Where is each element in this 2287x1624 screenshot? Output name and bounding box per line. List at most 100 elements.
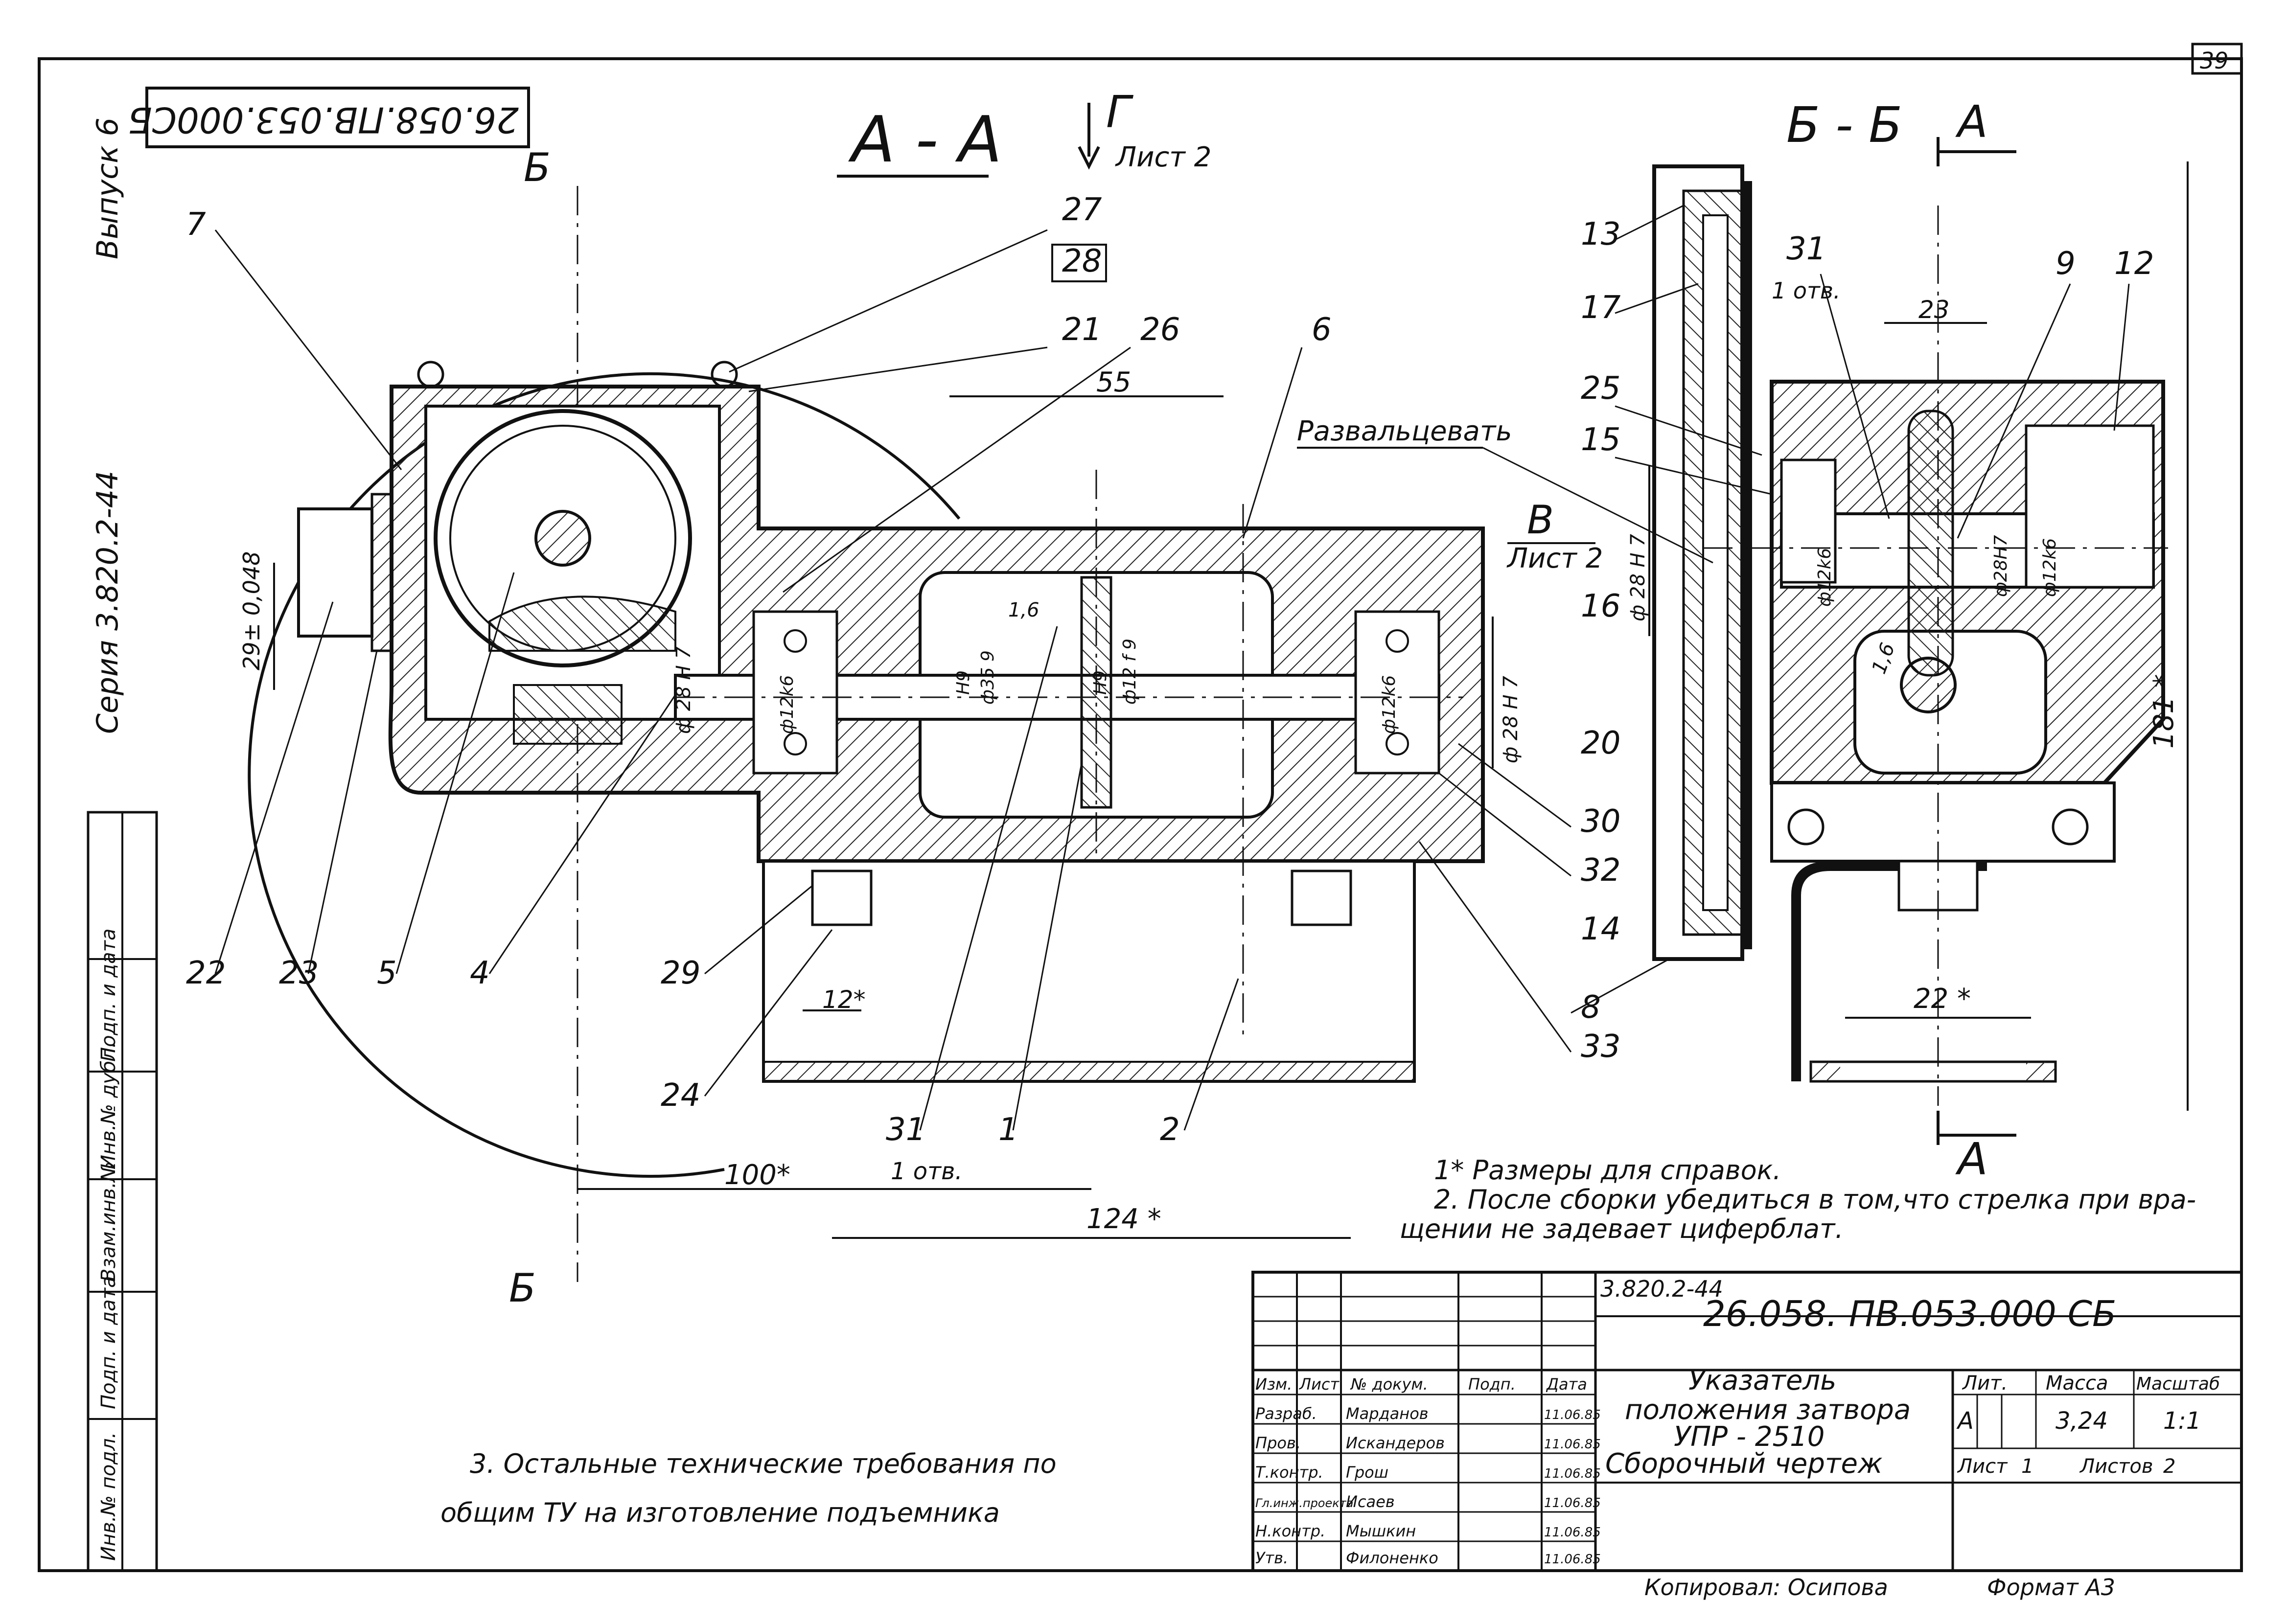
- col-header-doc: № докум.: [1350, 1375, 1428, 1394]
- page-number: 39: [2200, 47, 2229, 74]
- leader-30: 30: [1581, 803, 1620, 840]
- section-bb-title: Б - Б: [1786, 96, 1902, 154]
- note-1: 1* Размеры для справок.: [1434, 1155, 1781, 1186]
- leader-29: 29: [661, 955, 700, 991]
- dim-29: 29± 0,048: [238, 551, 265, 670]
- notes: 1* Размеры для справок. 2. После сборки …: [440, 1155, 2196, 1528]
- dim-100: 100*: [724, 1159, 790, 1191]
- role-6: Утв.: [1255, 1549, 1288, 1567]
- dim-phi35: ф35 9: [978, 650, 998, 705]
- date-1: 11.06.85: [1544, 1408, 1601, 1422]
- dim-55: 55: [1096, 366, 1131, 398]
- leader-5: 5: [377, 955, 397, 991]
- leader-4: 4: [470, 955, 490, 991]
- date-3: 11.06.85: [1544, 1466, 1601, 1481]
- leader-14: 14: [1581, 911, 1620, 947]
- leader-27: 27: [1062, 192, 1102, 228]
- dim-phi28h7-b: ф 28 Н 7: [1500, 676, 1522, 763]
- mass-label: Масса: [2046, 1372, 2108, 1395]
- roughness-a: 1,6: [1008, 599, 1040, 621]
- margin-cell-3: Взам.инв.№: [97, 1162, 120, 1282]
- mark-b-top: Б: [524, 145, 551, 190]
- leader-17: 17: [1581, 290, 1621, 326]
- doc-code: 26.058. ПВ.053.000 СБ: [1703, 1293, 2116, 1334]
- scale-label: Масштаб: [2136, 1374, 2220, 1394]
- dim-12: 12*: [822, 985, 866, 1014]
- col-header-izm: Изм.: [1255, 1375, 1292, 1394]
- mass-value: 3,24: [2056, 1407, 2108, 1435]
- section-bb-view: Б - Б А А 23 22 *: [1297, 96, 2189, 1185]
- name-2: Искандеров: [1346, 1434, 1445, 1452]
- dim-phi12k6-b: ф12k6: [1379, 675, 1399, 734]
- view-g-mark: Г: [1106, 87, 1134, 138]
- dim-phi12k6-d: ф12k6: [2040, 538, 2060, 597]
- leader-32: 32: [1581, 852, 1620, 889]
- note-2a: 2. После сборки убедиться в том,что стре…: [1434, 1184, 2196, 1215]
- name-1: Марданов: [1346, 1404, 1429, 1423]
- margin-cell-2: Подп. и дата: [97, 1276, 120, 1409]
- series-label: Серия 3.820.2-44: [91, 471, 125, 734]
- leader-23: 23: [279, 955, 319, 991]
- project-code: 3.820.2-44: [1600, 1276, 1723, 1302]
- col-header-sign: Подп.: [1468, 1375, 1516, 1394]
- dim-124: 124 *: [1086, 1203, 1161, 1235]
- sheet-value: 1: [2021, 1455, 2033, 1478]
- leader-15: 15: [1581, 422, 1620, 458]
- dim-phi28h7-a: ф 28 Н 7: [672, 646, 695, 734]
- sheets-value: 2: [2163, 1455, 2175, 1478]
- leaders-aa: 7 27 28 21 26 6 16 20 30 32 14 8 33 22 2…: [186, 192, 1723, 1148]
- leader-20: 20: [1581, 725, 1620, 761]
- dim-phi28h7-c: ф 28 Н 7: [1627, 534, 1649, 621]
- dim-181: 181 *: [2148, 674, 2180, 749]
- leader-25: 25: [1581, 370, 1620, 407]
- dim-phi28h7-d: ф28Н7: [1991, 535, 2011, 597]
- mark-a-bottom: А: [1955, 1134, 1988, 1185]
- leader-2: 2: [1160, 1112, 1180, 1148]
- date-6: 11.06.85: [1544, 1552, 1601, 1567]
- leader-31-a: 31: [886, 1112, 925, 1148]
- section-aa-view: А - А Г Лист 2 Б Б: [238, 87, 1603, 1311]
- name-6: Филоненко: [1346, 1549, 1438, 1567]
- view-v-mark: В: [1527, 497, 1554, 543]
- page-number-box: [2191, 43, 2243, 75]
- one-hole-a: 1 отв.: [891, 1158, 963, 1185]
- view-v-sheet: Лист 2: [1506, 543, 1603, 574]
- roll-note: Развальцевать: [1297, 415, 1512, 447]
- leader-33: 33: [1581, 1029, 1620, 1065]
- left-margin-strip: [87, 811, 158, 1572]
- dim-phi12f9: ф12 f 9: [1120, 639, 1140, 705]
- col-header-date: Дата: [1546, 1375, 1587, 1394]
- date-5: 11.06.85: [1544, 1525, 1601, 1540]
- lit-label: Лит.: [1962, 1372, 2008, 1395]
- role-4: Гл.инж.проекта: [1255, 1496, 1353, 1510]
- leader-26: 26: [1140, 312, 1180, 348]
- note-2b: щении не задевает циферблат.: [1400, 1213, 1844, 1244]
- title-block: 3.820.2-44 26.058. ПВ.053.000 СБ Указате…: [1251, 1271, 2243, 1601]
- dim-h9-b: Н9: [1090, 670, 1110, 695]
- sheets-label: Листов: [2079, 1455, 2153, 1478]
- name-5: Мышкин: [1346, 1522, 1416, 1540]
- stamp-code: 26.058.ПВ.053.000СБ: [128, 99, 519, 140]
- issue-label: Выпуск 6: [91, 117, 125, 259]
- title-line-4: Сборочный чертеж: [1605, 1448, 1882, 1480]
- leader-12: 12: [2114, 246, 2154, 282]
- outer-frame: [38, 57, 2243, 1572]
- section-aa-title: А - А: [848, 102, 1002, 177]
- leader-8: 8: [1581, 989, 1601, 1026]
- date-4: 11.06.85: [1544, 1496, 1601, 1510]
- one-hole-b: 1 отв.: [1772, 277, 1841, 304]
- col-header-list: Лист: [1299, 1375, 1340, 1394]
- name-4: Исаев: [1346, 1492, 1395, 1511]
- dim-phi12k6-c: ф12k6: [1815, 548, 1835, 607]
- leader-16: 16: [1581, 588, 1620, 624]
- view-g-sheet: Лист 2: [1115, 141, 1211, 173]
- leader-7: 7: [186, 206, 206, 243]
- leaders-bb: 13 17 25 15 31 9 12: [1581, 205, 2154, 539]
- lit-value: А: [1956, 1407, 1974, 1435]
- title-line-3: УПР - 2510: [1674, 1421, 1825, 1453]
- leader-24: 24: [661, 1077, 700, 1114]
- title-line-2: положения затвора: [1625, 1394, 1911, 1426]
- leader-31-b: 31: [1786, 231, 1826, 267]
- role-5: Н.контр.: [1255, 1522, 1325, 1540]
